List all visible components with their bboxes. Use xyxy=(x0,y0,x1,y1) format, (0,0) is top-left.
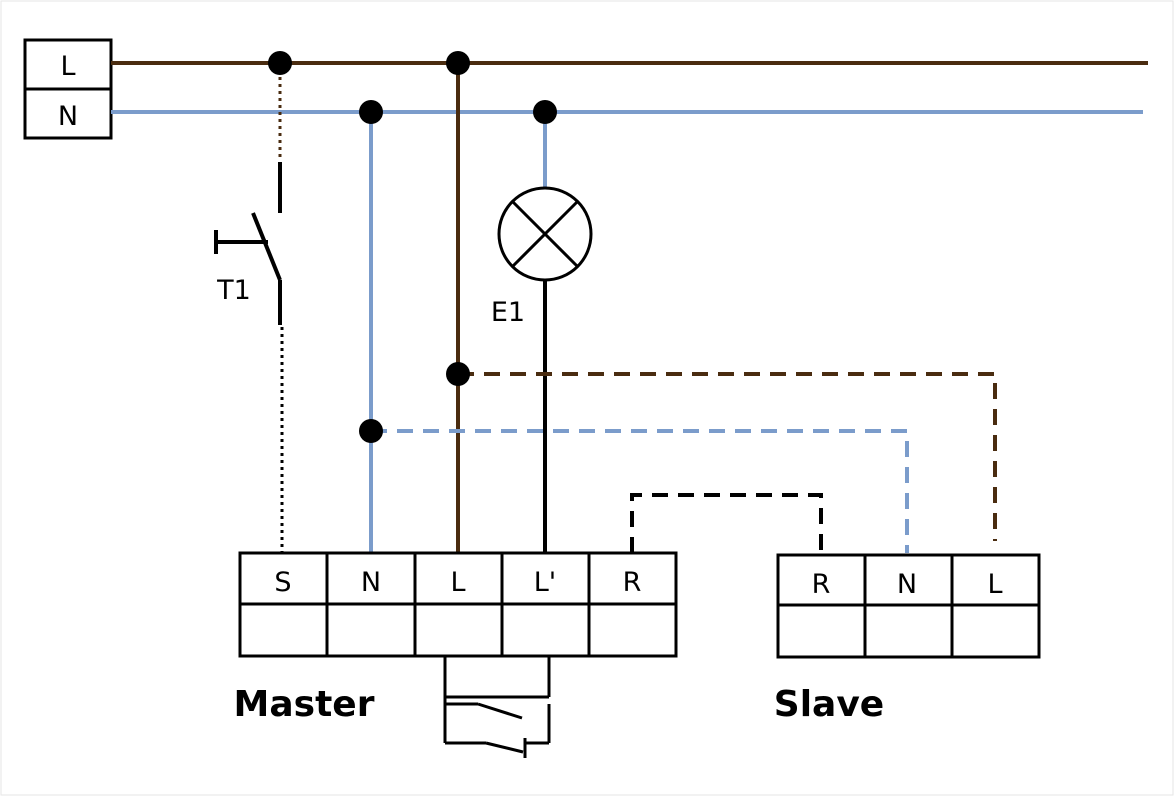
master-terminal-n: N xyxy=(361,567,381,598)
supply-neutral-label: N xyxy=(58,101,78,132)
master-title: Master xyxy=(234,684,375,725)
master-terminal-r: R xyxy=(623,567,642,598)
master-terminal-block: S N L L' R xyxy=(238,551,678,658)
master-relay-contact-symbol xyxy=(443,656,551,758)
supply-terminal-block: L N xyxy=(23,38,113,140)
junction-dot-slave-neutral xyxy=(359,419,383,443)
junction-dot-master-live xyxy=(446,51,470,75)
junction-dot-master-neutral xyxy=(359,100,383,124)
slave-terminal-r: R xyxy=(812,569,831,600)
master-terminal-l-prime: L' xyxy=(534,567,556,598)
slave-neutral-link-dashed xyxy=(371,429,909,553)
e1-lamp: E1 xyxy=(491,112,593,553)
slave-live-link-dashed xyxy=(458,372,997,541)
slave-terminal-block: R N L xyxy=(776,553,1041,659)
slave-terminal-l: L xyxy=(987,569,1002,600)
slave-terminal-n: N xyxy=(897,569,917,600)
remote-link-dashed xyxy=(630,493,823,553)
junction-dot-lamp-neutral xyxy=(533,100,557,124)
t1-switch: T1 xyxy=(214,63,284,553)
slave-title: Slave xyxy=(774,684,884,725)
master-terminal-l: L xyxy=(450,567,465,598)
t1-label: T1 xyxy=(216,275,251,306)
lamp-cross-b xyxy=(511,200,579,268)
supply-live-label: L xyxy=(60,51,75,82)
master-terminal-s: S xyxy=(274,567,291,598)
t1-blade xyxy=(251,212,282,281)
relay-bottom-blade xyxy=(485,741,524,754)
e1-label: E1 xyxy=(491,297,525,328)
junction-dot-slave-live xyxy=(446,362,470,386)
junction-dot-t1-live xyxy=(268,51,292,75)
relay-contact-blade xyxy=(477,702,523,720)
